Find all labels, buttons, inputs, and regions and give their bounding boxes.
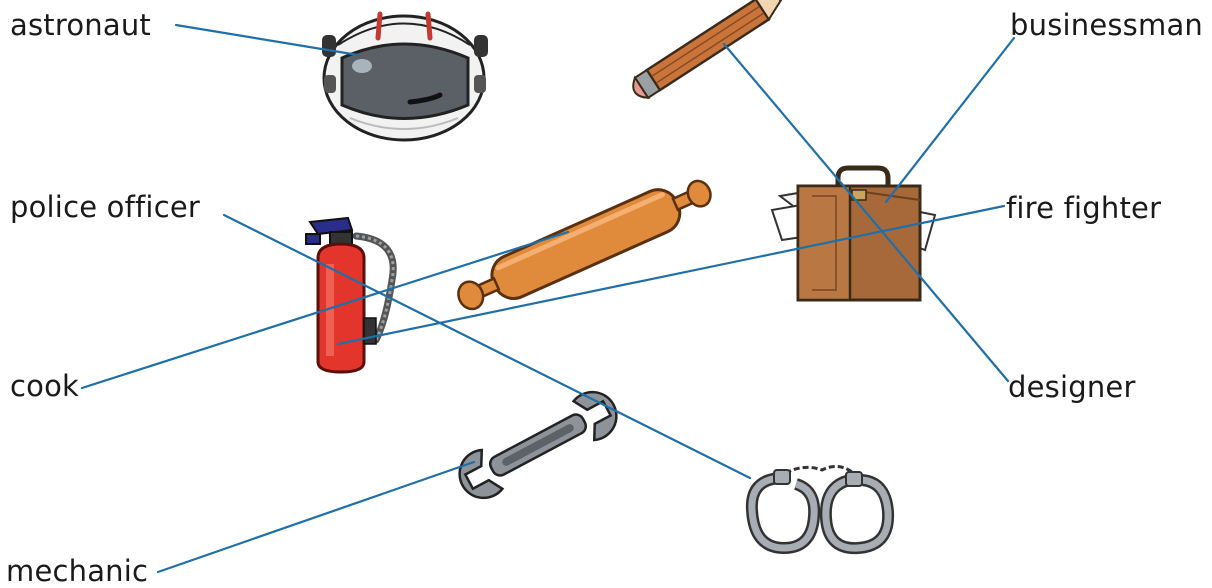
connector-businessman-briefcase [886, 38, 1014, 202]
label-cook: cook [10, 372, 79, 401]
label-mechanic: mechanic [6, 557, 148, 586]
connector-police-officer-handcuffs [224, 215, 750, 478]
label-astronaut: astronaut [10, 11, 151, 40]
astronaut-helmet-icon [322, 14, 488, 140]
pencil-icon [628, 0, 790, 102]
handcuffs-icon [752, 466, 888, 548]
rolling-pin-icon [451, 169, 718, 320]
briefcase-icon [772, 168, 935, 300]
label-designer: designer [1008, 373, 1136, 402]
label-businessman: businessman [1010, 11, 1203, 40]
connector-designer-pencil [724, 44, 1008, 381]
connector-mechanic-wrench [158, 462, 474, 572]
label-police-officer: police officer [10, 193, 200, 222]
label-fire-fighter: fire fighter [1006, 194, 1161, 223]
fire-extinguisher-icon [306, 218, 393, 372]
